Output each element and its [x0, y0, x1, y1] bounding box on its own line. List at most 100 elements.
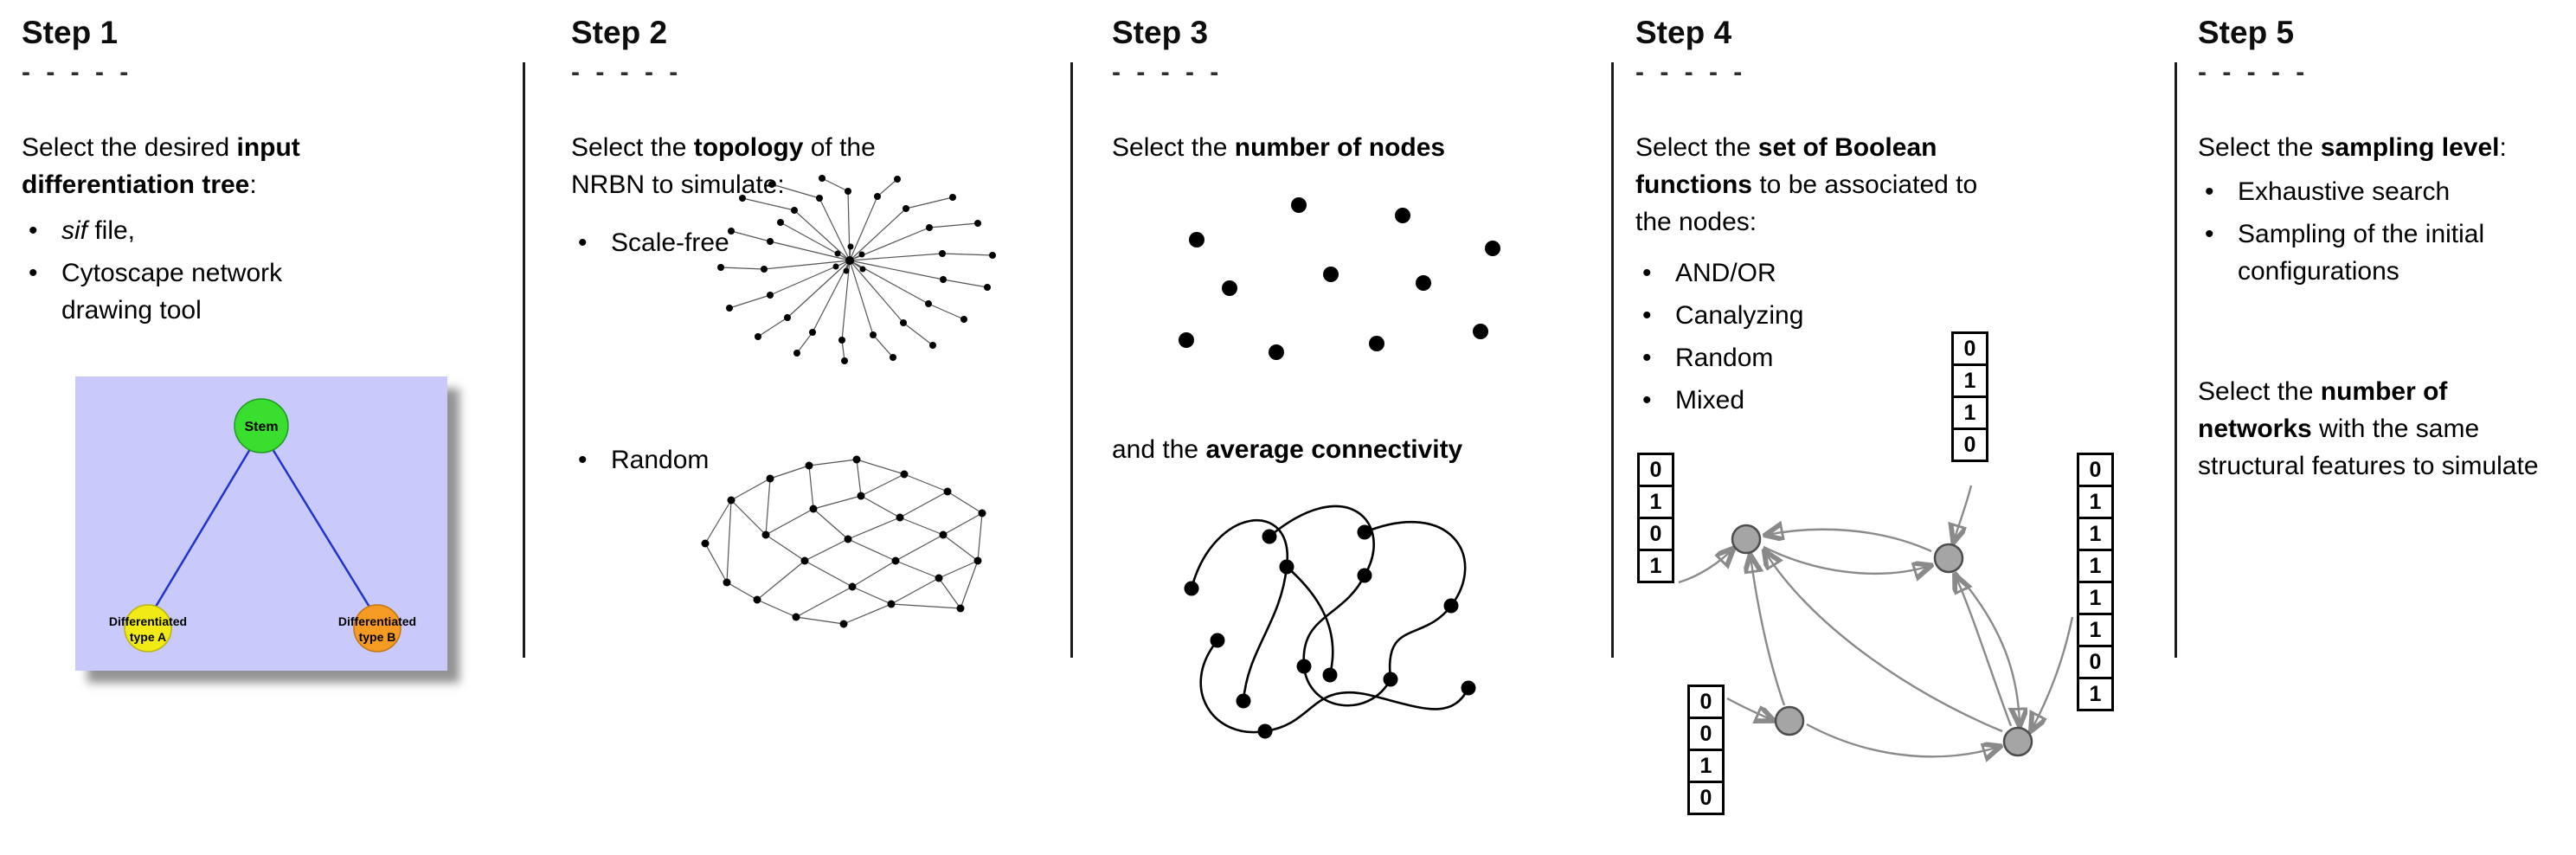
node-dots — [1179, 197, 1500, 360]
intro-text-bold: networks — [2198, 415, 2312, 443]
gene-node-b — [1933, 543, 1964, 574]
list-item-sif-file: • sif file, — [22, 212, 511, 249]
option-mixed: • Mixed — [1635, 382, 2142, 419]
step-2-panel: Step 2 - - - - - Select the topology of … — [571, 13, 1064, 628]
connectivity-network-image — [1184, 505, 1476, 739]
step-4-panel: Step 4 - - - - - Select the set of Boole… — [1635, 13, 2142, 815]
step-1-dashes: - - - - - — [22, 58, 133, 87]
bullet-icon: • — [29, 216, 38, 245]
truth-table-cell: 0 — [1951, 331, 1988, 366]
truth-table-cell: 0 — [1687, 685, 1725, 719]
step-5-panel: Step 5 - - - - - Select the sampling lev… — [2198, 13, 2576, 485]
step-1-panel: Step 1 - - - - - Select the desired inpu… — [22, 13, 511, 671]
scale-free-network-image — [717, 175, 996, 364]
step-5-intro: Select the sampling level: — [2198, 129, 2576, 166]
random-network-image — [701, 455, 986, 628]
intro-text-bold: average connectivity — [1205, 435, 1463, 464]
option-random: • Random — [1635, 339, 2142, 376]
step-3-connectivity-text: and the average connectivity — [1112, 431, 1462, 468]
truth-table-cell: 0 — [2077, 453, 2114, 487]
bullet-icon: • — [578, 446, 588, 474]
intro-text: : — [249, 170, 257, 199]
option-canalyzing: • Canalyzing — [1635, 297, 2142, 334]
intro-text: : — [2499, 133, 2507, 162]
list-item-text: Random — [611, 446, 710, 474]
list-item-text: Mixed — [1675, 386, 1745, 415]
list-item-text: AND/OR — [1675, 259, 1776, 287]
bullet-icon: • — [2205, 220, 2214, 248]
topology-option-scale-free: • Scale-free — [571, 224, 1064, 261]
truth-table-cell: 1 — [2077, 581, 2114, 615]
type-b-label-line1: Differentiated — [338, 614, 416, 628]
intro-text-bold: sampling level — [2320, 133, 2500, 162]
bullet-icon: • — [578, 228, 588, 257]
step-1-intro: Select the desired input differentiation… — [22, 129, 511, 203]
truth-table-cell: 0 — [1637, 453, 1674, 487]
gene-node-a — [1731, 524, 1762, 555]
list-item-text: Canalyzing — [1675, 301, 1804, 330]
intro-text-bold: number of — [2320, 377, 2448, 406]
step-4-dashes: - - - - - — [1635, 58, 1747, 87]
intro-text: of the — [803, 133, 876, 162]
list-item-text: configurations — [2238, 257, 2399, 286]
tree-edge-a — [146, 448, 252, 620]
differentiation-tree-image: Stem Differentiated type A Differentiate… — [75, 376, 447, 671]
list-item-text: Cytoscape network — [61, 259, 283, 287]
bullet-icon: • — [1642, 259, 1652, 287]
stem-node — [234, 398, 289, 453]
intro-text: the nodes: — [1635, 208, 1757, 236]
column-divider — [523, 62, 525, 658]
step-5-title: Step 5 — [2198, 15, 2295, 50]
bullet-icon: • — [1642, 386, 1652, 415]
list-item-italic: sif — [61, 216, 87, 245]
intro-text: Select the desired — [22, 133, 237, 162]
bullet-icon: • — [2205, 177, 2214, 206]
gene-nodes — [1731, 524, 2033, 757]
truth-table-cell: 0 — [1687, 717, 1725, 751]
truth-table-cell: 0 — [1951, 428, 1988, 462]
bullet-icon: • — [29, 259, 38, 287]
gene-node-d — [2002, 726, 2033, 757]
intro-text-bold: differentiation tree — [22, 170, 250, 199]
intro-text-bold: number of nodes — [1234, 133, 1446, 162]
truth-table-bottom: 0 0 1 0 — [1687, 685, 1725, 815]
intro-text: Select the — [1112, 133, 1235, 162]
truth-table-cell: 1 — [2077, 677, 2114, 711]
list-item-cytoscape: • Cytoscape network drawing tool — [22, 254, 511, 329]
type-b-node — [353, 604, 401, 652]
intro-text-bold: topology — [693, 133, 804, 162]
option-sampling-initial-configurations: • Sampling of the initial configurations — [2198, 215, 2576, 290]
step-3-dashes: - - - - - — [1112, 58, 1224, 87]
truth-table-right: 0 1 1 1 1 1 0 1 — [2077, 453, 2114, 711]
step-5-dashes: - - - - - — [2198, 58, 2309, 87]
sampling-options: • Exhaustive search • Sampling of the in… — [2198, 173, 2576, 290]
gene-node-c — [1774, 705, 1805, 736]
intro-text: to be associated to — [1752, 170, 1978, 199]
intro-text: Select the — [2198, 133, 2321, 162]
truth-table-cell: 1 — [1687, 749, 1725, 783]
intro-text-bold: set of Boolean — [1757, 133, 1937, 162]
type-a-node — [124, 604, 172, 652]
truth-table-top: 0 1 1 0 — [1951, 331, 1988, 462]
list-item-text: drawing tool — [61, 296, 202, 325]
type-a-label-line2: type A — [130, 630, 166, 644]
step-5-networks-text: Select the number of networks with the s… — [2198, 373, 2576, 485]
step-1-options: • sif file, • Cytoscape network drawing … — [22, 212, 511, 329]
truth-table-cell: 0 — [1637, 517, 1674, 551]
random-edges — [704, 459, 983, 625]
truth-table-cell: 0 — [2077, 645, 2114, 679]
intro-text: Select the — [2198, 377, 2321, 406]
truth-table-cell: 1 — [1637, 485, 1674, 519]
truth-table-cell: 1 — [1637, 549, 1674, 583]
type-b-label-line2: type B — [359, 630, 396, 644]
tangle-nodes — [1184, 524, 1476, 739]
column-divider — [1611, 62, 1614, 658]
scattered-nodes-image — [1179, 197, 1500, 360]
intro-text: and the — [1112, 435, 1206, 464]
option-and-or: • AND/OR — [1635, 254, 2142, 292]
intro-text: NRBN to simulate: — [571, 170, 785, 199]
intro-text-bold: functions — [1635, 170, 1752, 199]
column-divider — [2175, 62, 2177, 658]
intro-text: structural features to simulate — [2198, 452, 2539, 480]
